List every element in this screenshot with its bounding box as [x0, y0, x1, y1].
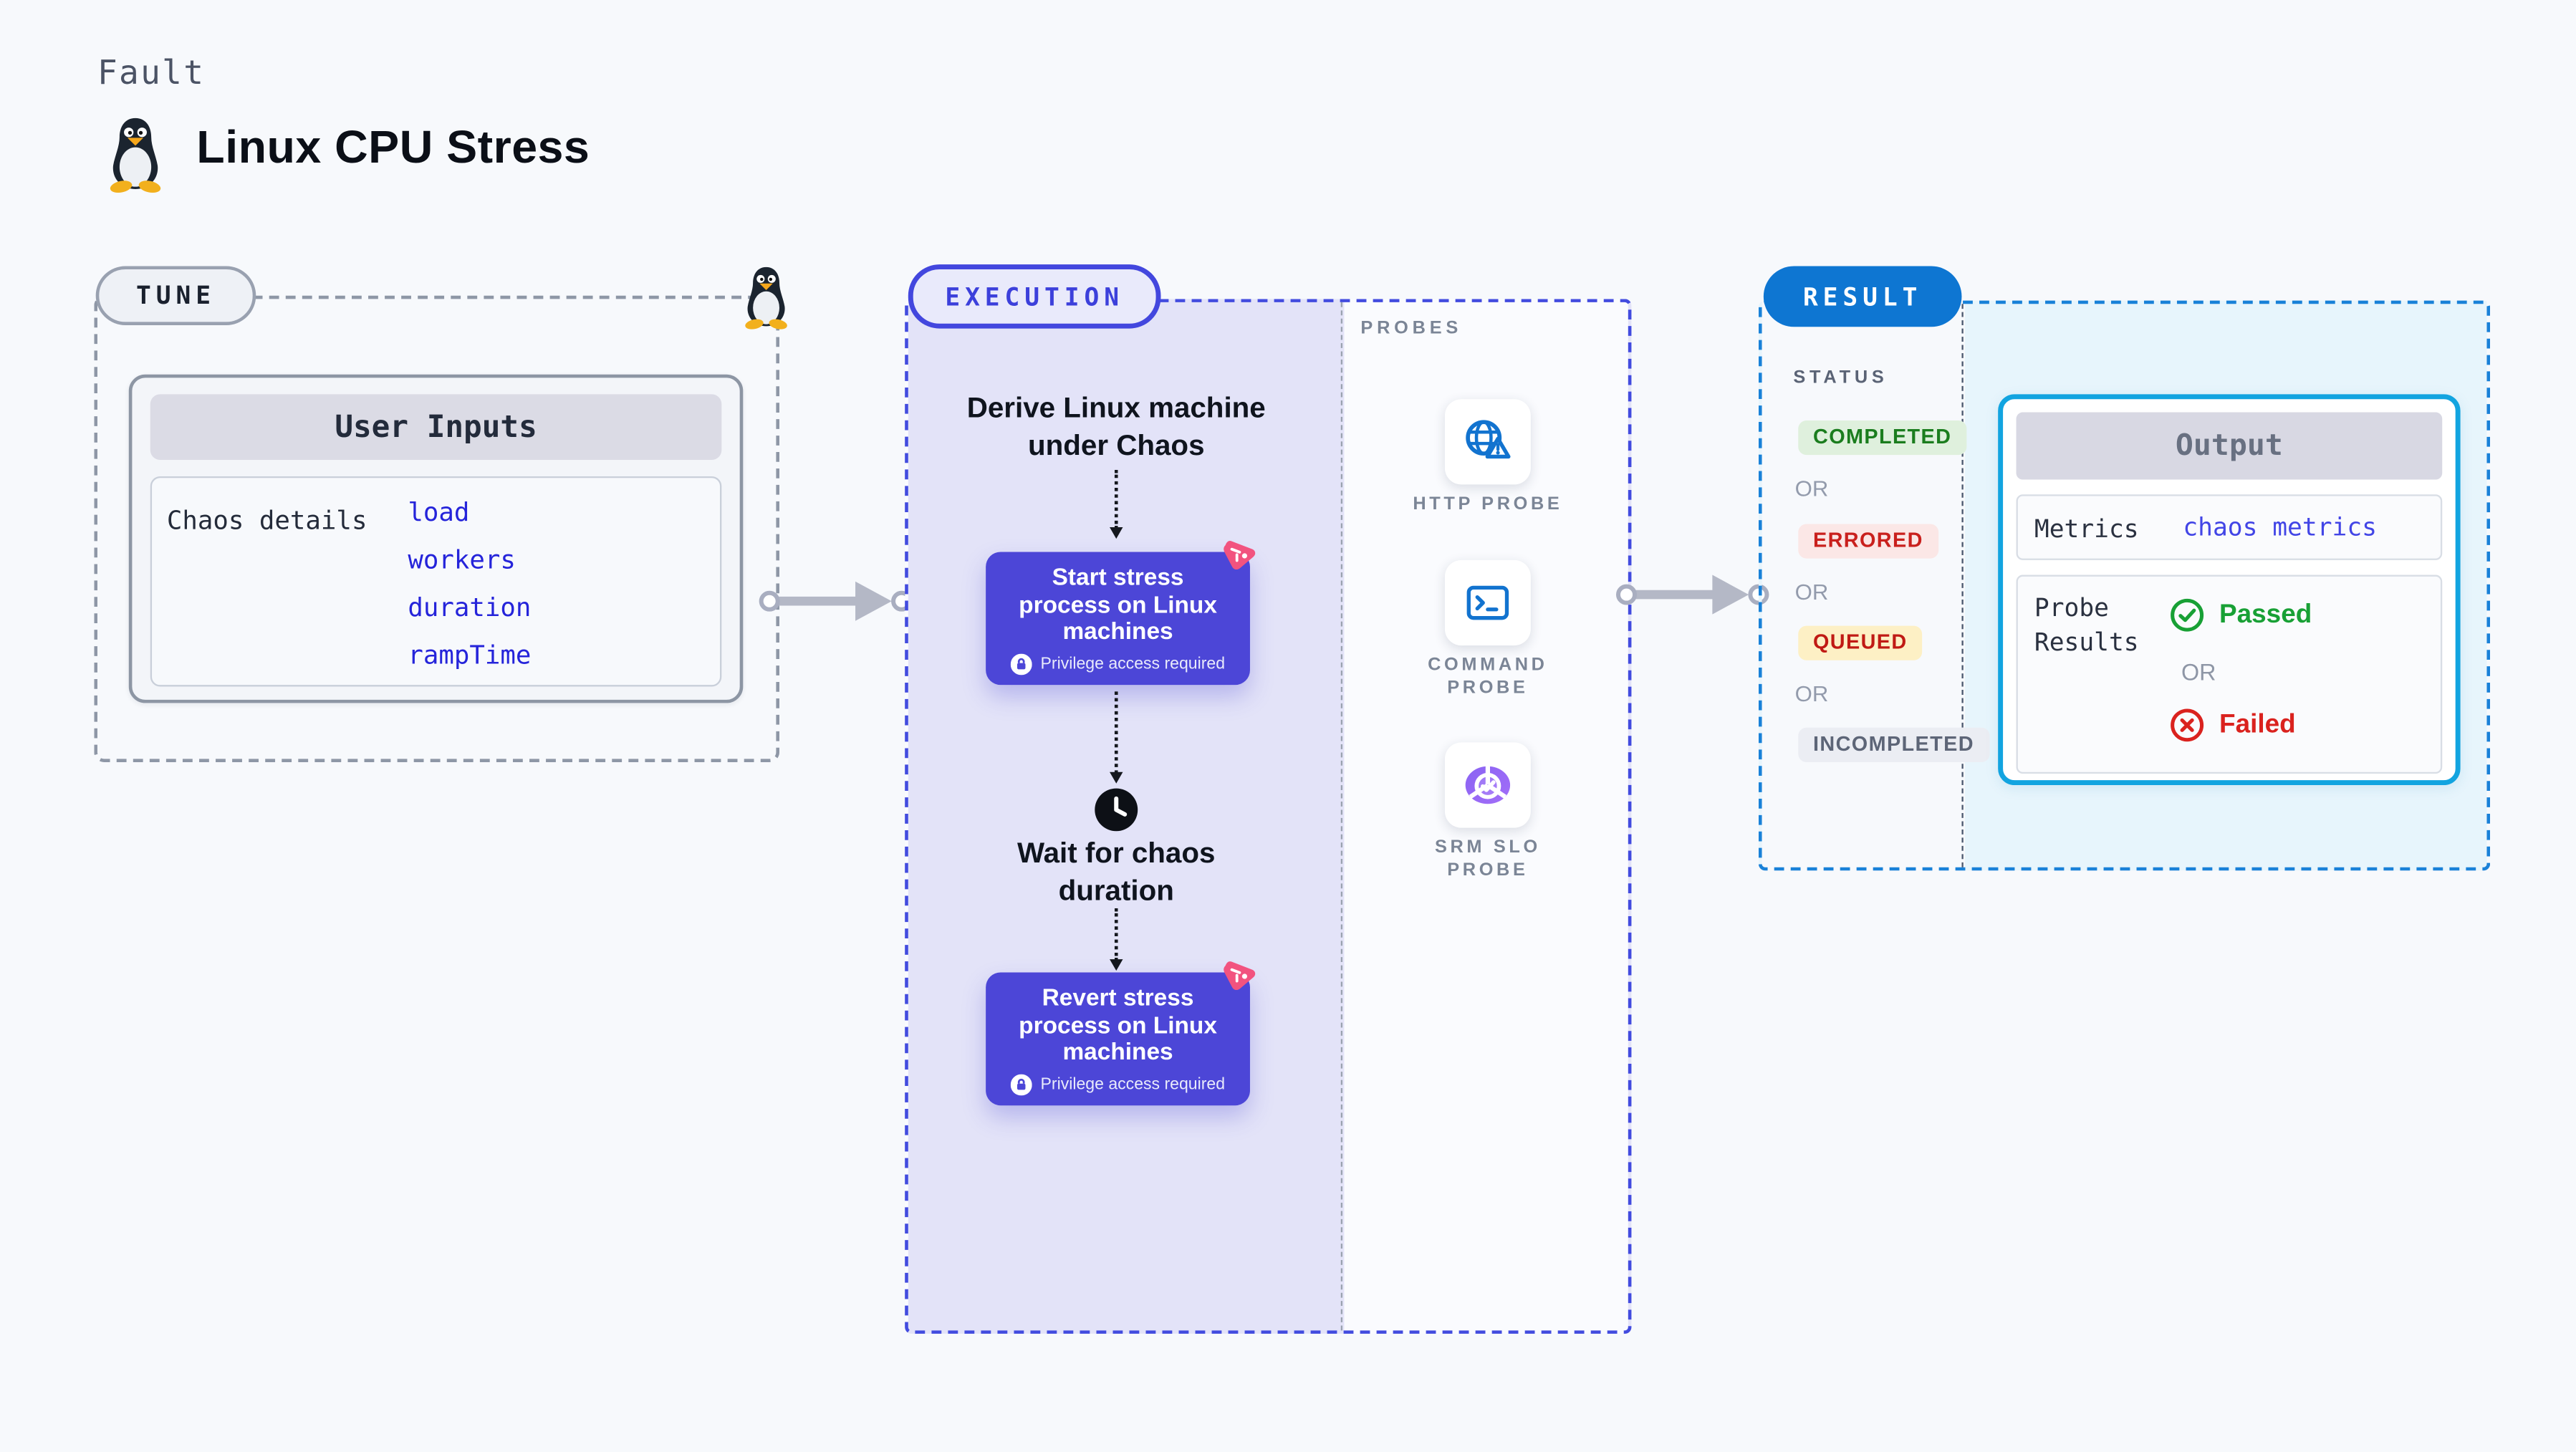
slo-donut-icon: [1465, 764, 1511, 804]
execution-pill: EXECUTION: [908, 264, 1161, 329]
chaos-details-label: Chaos details: [166, 506, 367, 536]
lock-icon: [1011, 1073, 1033, 1095]
linux-tux-icon: [110, 117, 161, 193]
privilege-note: Privilege access required: [1040, 1074, 1226, 1093]
status-label: STATUS: [1793, 367, 1888, 388]
tune-section: [94, 295, 780, 762]
or-separator: OR: [1794, 681, 1829, 706]
passed-label: Passed: [2219, 600, 2312, 629]
globe-alert-icon: [1466, 420, 1511, 459]
passed-result: Passed: [2170, 598, 2312, 633]
chaos-details-row: Chaos details load workers duration ramp…: [150, 476, 722, 687]
status-badge-incompleted: INCOMPLETED: [1798, 727, 1989, 762]
tunable-duration-link[interactable]: duration: [408, 592, 532, 623]
output-card: Output Metrics chaos metrics Probe Resul…: [1998, 394, 2461, 786]
metrics-row: Metrics chaos metrics: [2016, 494, 2443, 560]
connector-dot: [759, 590, 780, 612]
flow-connector: [1109, 469, 1123, 539]
lock-icon: [1011, 653, 1033, 675]
revert-stress-node: Revert stress process on Linux machines …: [986, 972, 1250, 1106]
tunable-ramptime-link[interactable]: rampTime: [408, 640, 532, 670]
failed-result: Failed: [2170, 708, 2296, 742]
status-badge-queued: QUEUED: [1798, 625, 1923, 660]
probes-label: PROBES: [1360, 318, 1463, 339]
or-separator: OR: [1794, 580, 1829, 605]
revert-stress-node-label: Revert stress process on Linux machines: [1019, 985, 1217, 1067]
clock-icon: [1095, 788, 1138, 832]
tune-pill: TUNE: [95, 266, 256, 326]
execution-probes-divider: [1340, 302, 1343, 1331]
output-header: Output: [2016, 412, 2443, 480]
tunable-links: load workers duration rampTime: [408, 489, 531, 680]
chaos-icon: [1224, 961, 1256, 991]
start-stress-node: Start stress process on Linux machines P…: [986, 552, 1250, 686]
srm-slo-probe-label: SRM SLO PROBE: [1434, 837, 1541, 880]
or-separator: OR: [2181, 658, 2216, 686]
tunable-workers-link[interactable]: workers: [408, 545, 516, 575]
metrics-label: Metrics: [2034, 514, 2139, 544]
chaos-metrics-link[interactable]: chaos metrics: [2183, 512, 2377, 542]
http-probe-label: HTTP PROBE: [1413, 494, 1563, 514]
command-probe-card: [1444, 559, 1531, 646]
derive-step-text: Derive Linux machine under Chaos: [966, 390, 1266, 462]
x-circle-icon: [2171, 708, 2204, 742]
tune-to-execution-arrow: [759, 581, 913, 621]
tunable-load-link[interactable]: load: [408, 497, 470, 528]
result-pill: RESULT: [1763, 266, 1962, 327]
page-title: Linux CPU Stress: [196, 121, 590, 173]
user-inputs-header: User Inputs: [150, 394, 722, 461]
execution-to-result-arrow: [1616, 574, 1769, 615]
privilege-row: Privilege access required: [1011, 653, 1226, 675]
failed-label: Failed: [2219, 710, 2296, 739]
status-badge-errored: ERRORED: [1798, 524, 1938, 559]
probe-results-label: Probe Results: [2034, 592, 2139, 658]
status-output-divider: [1961, 304, 1964, 867]
linux-tux-icon: [745, 266, 787, 330]
probe-results-row: Probe Results Passed OR Failed: [2016, 574, 2443, 774]
start-stress-node-label: Start stress process on Linux machines: [1019, 564, 1217, 646]
http-probe-card: [1444, 399, 1531, 485]
flow-connector: [1109, 691, 1123, 784]
privilege-note: Privilege access required: [1040, 654, 1226, 673]
status-badge-completed: COMPLETED: [1798, 420, 1967, 456]
connector-dot: [1616, 584, 1638, 605]
srm-slo-probe-card: [1444, 742, 1531, 828]
check-circle-icon: [2171, 598, 2204, 632]
flow-connector: [1109, 908, 1123, 971]
or-separator: OR: [1794, 476, 1829, 501]
user-inputs-card: User Inputs Chaos details load workers d…: [128, 374, 744, 703]
fault-label: Fault: [97, 52, 206, 92]
command-probe-label: COMMAND PROBE: [1428, 655, 1548, 698]
chaos-icon: [1224, 541, 1256, 570]
privilege-row: Privilege access required: [1011, 1073, 1225, 1095]
terminal-icon: [1466, 585, 1509, 620]
wait-step-text: Wait for chaos duration: [1017, 836, 1216, 907]
